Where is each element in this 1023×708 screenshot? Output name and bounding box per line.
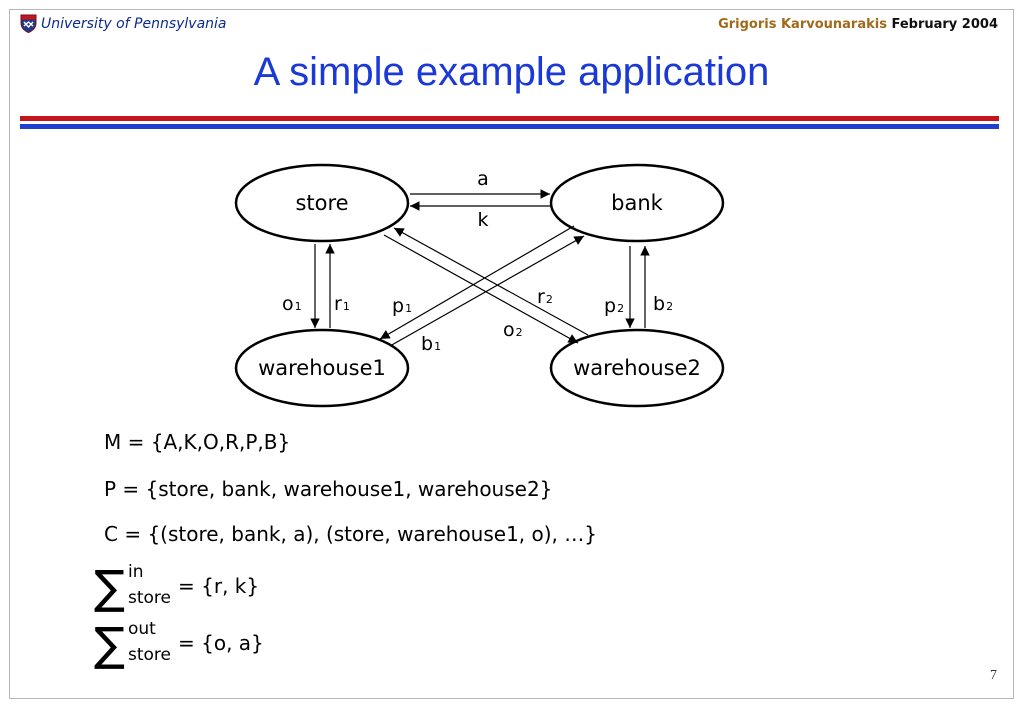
university-name: University of Pennsylvania bbox=[41, 15, 227, 32]
university-header: University of Pennsylvania bbox=[20, 14, 227, 33]
penn-shield-icon bbox=[20, 14, 37, 33]
node-bank-label: bank bbox=[611, 191, 664, 215]
definition-m: M = {A,K,O,R,P,B} bbox=[104, 430, 291, 454]
node-warehouse1-label: warehouse1 bbox=[258, 356, 386, 380]
sigma-subscript: store bbox=[128, 588, 171, 608]
edge-r1-label: r1 bbox=[334, 293, 350, 315]
sigma-superscript: in bbox=[128, 562, 144, 582]
page-number: 7 bbox=[990, 668, 997, 683]
edge-p1-label: p1 bbox=[392, 295, 412, 317]
sigma-subscript: store bbox=[128, 645, 171, 665]
sigma-out-store: ∑ out store = {o, a} bbox=[94, 617, 394, 681]
sigma-value: = {o, a} bbox=[178, 631, 264, 655]
red-divider bbox=[20, 116, 999, 121]
sigma-in-store: ∑ in store = {r, k} bbox=[94, 560, 394, 624]
node-bank: bank bbox=[549, 163, 725, 243]
edge-a-label: a bbox=[477, 168, 489, 190]
blue-divider bbox=[20, 124, 999, 129]
edge-p1-arrow bbox=[379, 225, 575, 340]
slide-title: A simple example application bbox=[253, 50, 770, 94]
edge-b1-label: b1 bbox=[421, 333, 441, 355]
edge-o2-label: o2 bbox=[503, 319, 523, 341]
edge-b2-label: b2 bbox=[653, 293, 673, 315]
author-name: Grigoris Karvounarakis bbox=[718, 17, 887, 32]
node-warehouse2: warehouse2 bbox=[549, 328, 725, 408]
sigma-symbol: ∑ bbox=[94, 560, 125, 614]
sigma-superscript: out bbox=[128, 619, 156, 639]
edge-o2-arrow bbox=[383, 234, 579, 344]
sigma-symbol: ∑ bbox=[94, 617, 125, 671]
edge-p2-label: p2 bbox=[604, 295, 624, 317]
edge-r2-arrow bbox=[393, 227, 589, 336]
node-warehouse1: warehouse1 bbox=[234, 328, 410, 408]
node-store: store bbox=[234, 163, 410, 243]
presentation-date: February 2004 bbox=[891, 17, 998, 32]
slide-frame bbox=[9, 9, 1014, 699]
author-date-header: Grigoris Karvounarakis February 2004 bbox=[718, 17, 998, 32]
definition-c: C = {(store, bank, a), (store, warehouse… bbox=[104, 522, 597, 546]
edge-k-label: k bbox=[477, 209, 488, 231]
node-store-label: store bbox=[295, 191, 348, 215]
edge-b1-arrow bbox=[389, 235, 585, 347]
definition-p: P = {store, bank, warehouse1, warehouse2… bbox=[104, 477, 553, 501]
node-warehouse2-label: warehouse2 bbox=[573, 356, 701, 380]
edge-r2-label: r2 bbox=[537, 286, 553, 308]
edge-o1-label: o1 bbox=[282, 293, 302, 315]
sigma-value: = {r, k} bbox=[178, 574, 260, 598]
